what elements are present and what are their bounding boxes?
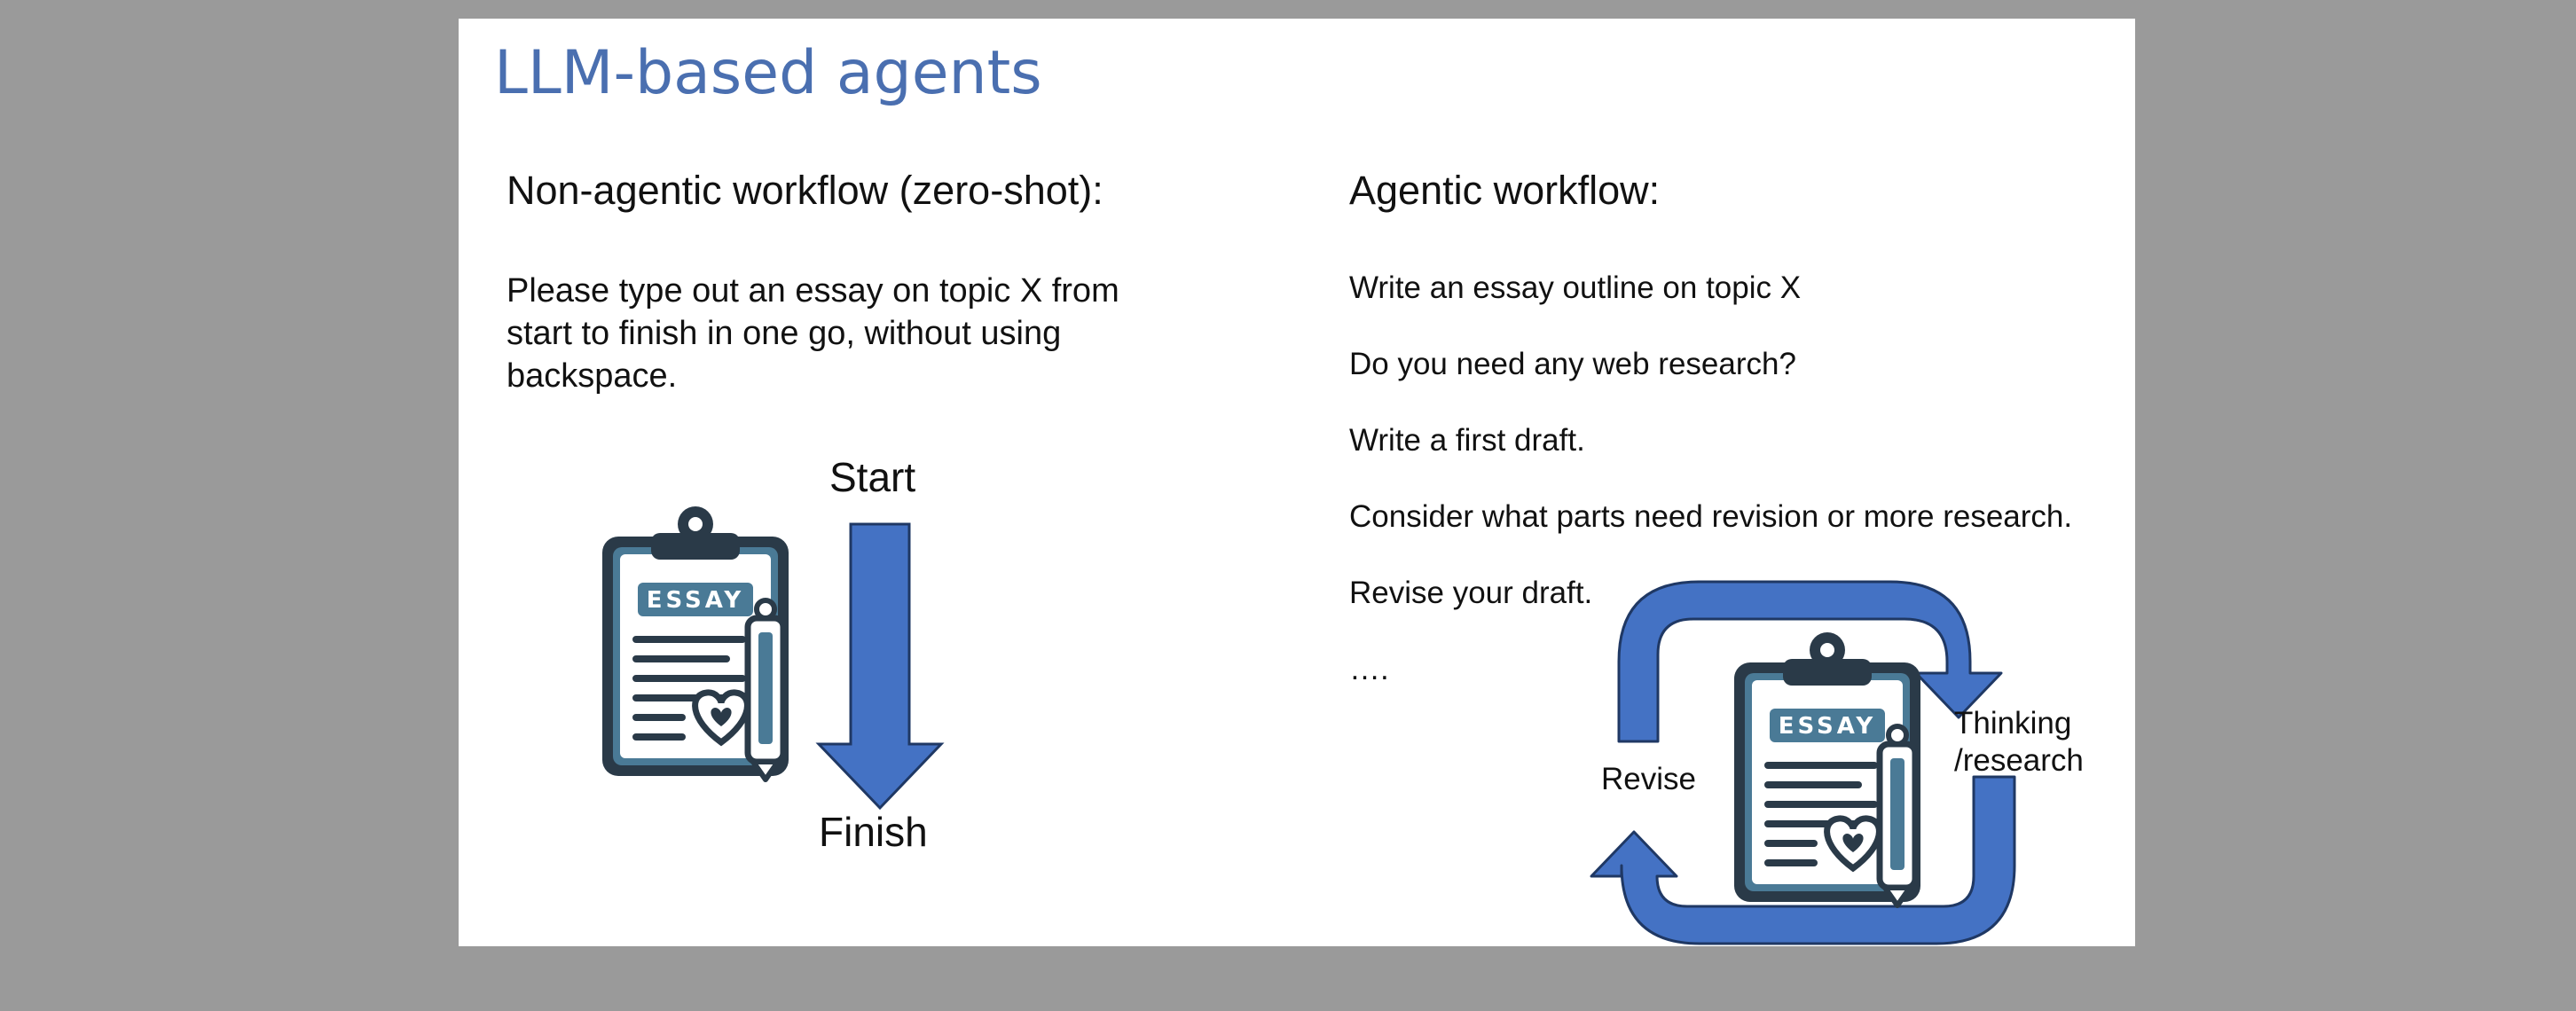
non-agentic-heading: Non-agentic workflow (zero-shot): — [507, 168, 1103, 213]
finish-label: Finish — [819, 809, 928, 855]
slide: LLM-based agents Non-agentic workflow (z… — [459, 19, 2135, 946]
zero-shot-prompt: Please type out an essay on topic X from… — [507, 272, 1119, 395]
step-ellipsis: …. — [1349, 652, 1389, 686]
start-label: Start — [829, 454, 916, 500]
thinking-label-line2: /research — [1954, 743, 2084, 778]
step-web-research: Do you need any web research? — [1349, 347, 1796, 381]
clipboard-graphic — [602, 506, 789, 782]
clipboard-tag: ESSAY — [1779, 713, 1877, 740]
down-arrow — [815, 522, 945, 811]
agentic-steps-list: Write an essay outline on topic X Do you… — [1349, 269, 2072, 726]
agentic-heading: Agentic workflow: — [1349, 168, 1661, 213]
step-first-draft: Write a first draft. — [1349, 423, 1585, 458]
clipboard-tag: ESSAY — [647, 587, 745, 614]
slide-title: LLM-based agents — [494, 38, 1042, 108]
cycle-arrows — [1590, 580, 2016, 945]
revise-label: Revise — [1601, 762, 1696, 796]
step-consider-revision: Consider what parts need revision or mor… — [1349, 499, 2073, 534]
step-revise-draft: Revise your draft. — [1349, 576, 1593, 610]
clipboard-essay-icon: ESSAY — [602, 506, 789, 782]
step-outline: Write an essay outline on topic X — [1349, 270, 1802, 305]
top-arc-arrow — [1617, 580, 2003, 743]
clipboard-essay-icon: ESSAY — [1734, 632, 1920, 908]
thinking-label-line1: Thinking — [1954, 706, 2072, 741]
thinking-research-label: Thinking /research — [1954, 705, 2132, 780]
clipboard-graphic — [1734, 632, 1920, 908]
bottom-arc-arrow — [1590, 775, 2016, 945]
